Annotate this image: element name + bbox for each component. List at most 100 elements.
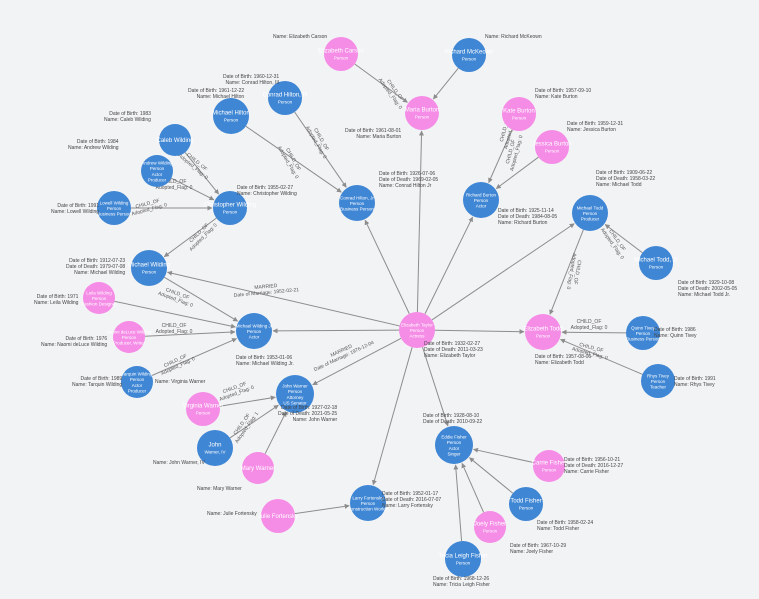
node-circle[interactable] [113,321,145,353]
edge-child-of[interactable] [171,177,215,201]
edge-child-of[interactable] [432,67,459,100]
edge-child-of[interactable] [151,338,238,377]
edge-married[interactable] [371,347,413,486]
node-circle[interactable] [533,450,565,482]
node-circle[interactable] [83,282,115,314]
edge-child-of[interactable] [604,224,643,254]
node-circle[interactable] [474,511,506,543]
node-circle[interactable] [435,426,473,464]
node-mary-warner[interactable]: Mary Warner [241,452,275,484]
node-circle[interactable] [213,98,249,134]
node-circle[interactable] [159,124,191,156]
node-circle[interactable] [463,182,499,218]
node-circle[interactable] [97,191,131,225]
node-circle[interactable] [324,37,358,71]
node-circle[interactable] [261,499,295,533]
edge-child-of[interactable] [245,125,342,193]
node-circle[interactable] [131,250,167,286]
edge-child-of[interactable] [164,276,239,322]
edge-child-of[interactable] [354,63,408,103]
edge-child-of[interactable] [264,411,287,454]
edge-married[interactable] [167,270,400,327]
node-circle[interactable] [535,130,569,164]
edge-child-of[interactable] [294,111,347,188]
node-circle[interactable] [502,97,536,131]
edge-child-of[interactable] [114,300,236,329]
edge-child-of[interactable] [184,152,220,195]
edge-married[interactable] [312,337,402,386]
edge-child-of[interactable] [560,338,643,375]
node-circle[interactable] [213,191,247,225]
node-circle[interactable] [121,366,153,398]
node-circle[interactable] [405,96,439,130]
node-circle[interactable] [186,392,220,426]
edge-child-of[interactable] [453,464,463,542]
node-circle[interactable] [445,541,481,577]
node-circle[interactable] [452,38,486,72]
edge-married[interactable] [416,130,424,313]
node-circle[interactable] [641,364,675,398]
node-circle[interactable] [572,195,608,231]
node-circle[interactable] [276,375,314,413]
edge-child-of[interactable] [561,329,627,335]
node-circle[interactable] [525,314,561,350]
edge-married[interactable] [431,223,575,321]
node-circle[interactable] [236,313,272,349]
node-circle[interactable] [509,487,543,521]
edge-child-of[interactable] [473,447,534,464]
node-circle[interactable] [350,485,386,521]
edge-child-of[interactable] [495,156,539,190]
node-circle[interactable] [197,430,233,466]
node-circle[interactable] [626,316,660,350]
edge-child-of[interactable] [294,503,350,515]
edge-child-of[interactable] [488,129,513,184]
node-circle[interactable] [399,312,435,348]
edge-child-of[interactable] [272,328,400,334]
node-circle[interactable] [141,155,173,187]
edge-child-of[interactable] [163,217,217,258]
edge-married[interactable] [364,219,410,314]
edge-child-of[interactable] [469,457,514,494]
edge-child-of[interactable] [219,395,276,407]
edge-child-of[interactable] [549,229,584,315]
edge-child-of[interactable] [461,462,485,513]
node-caleb-wilding[interactable]: Caleb Wilding [156,124,194,156]
edge-married[interactable] [424,216,474,315]
edge-child-of[interactable] [229,404,279,439]
node-circle[interactable] [268,81,302,115]
edge-child-of[interactable] [144,329,236,337]
edge-child-of[interactable] [434,329,525,335]
edge-married[interactable] [422,346,449,427]
